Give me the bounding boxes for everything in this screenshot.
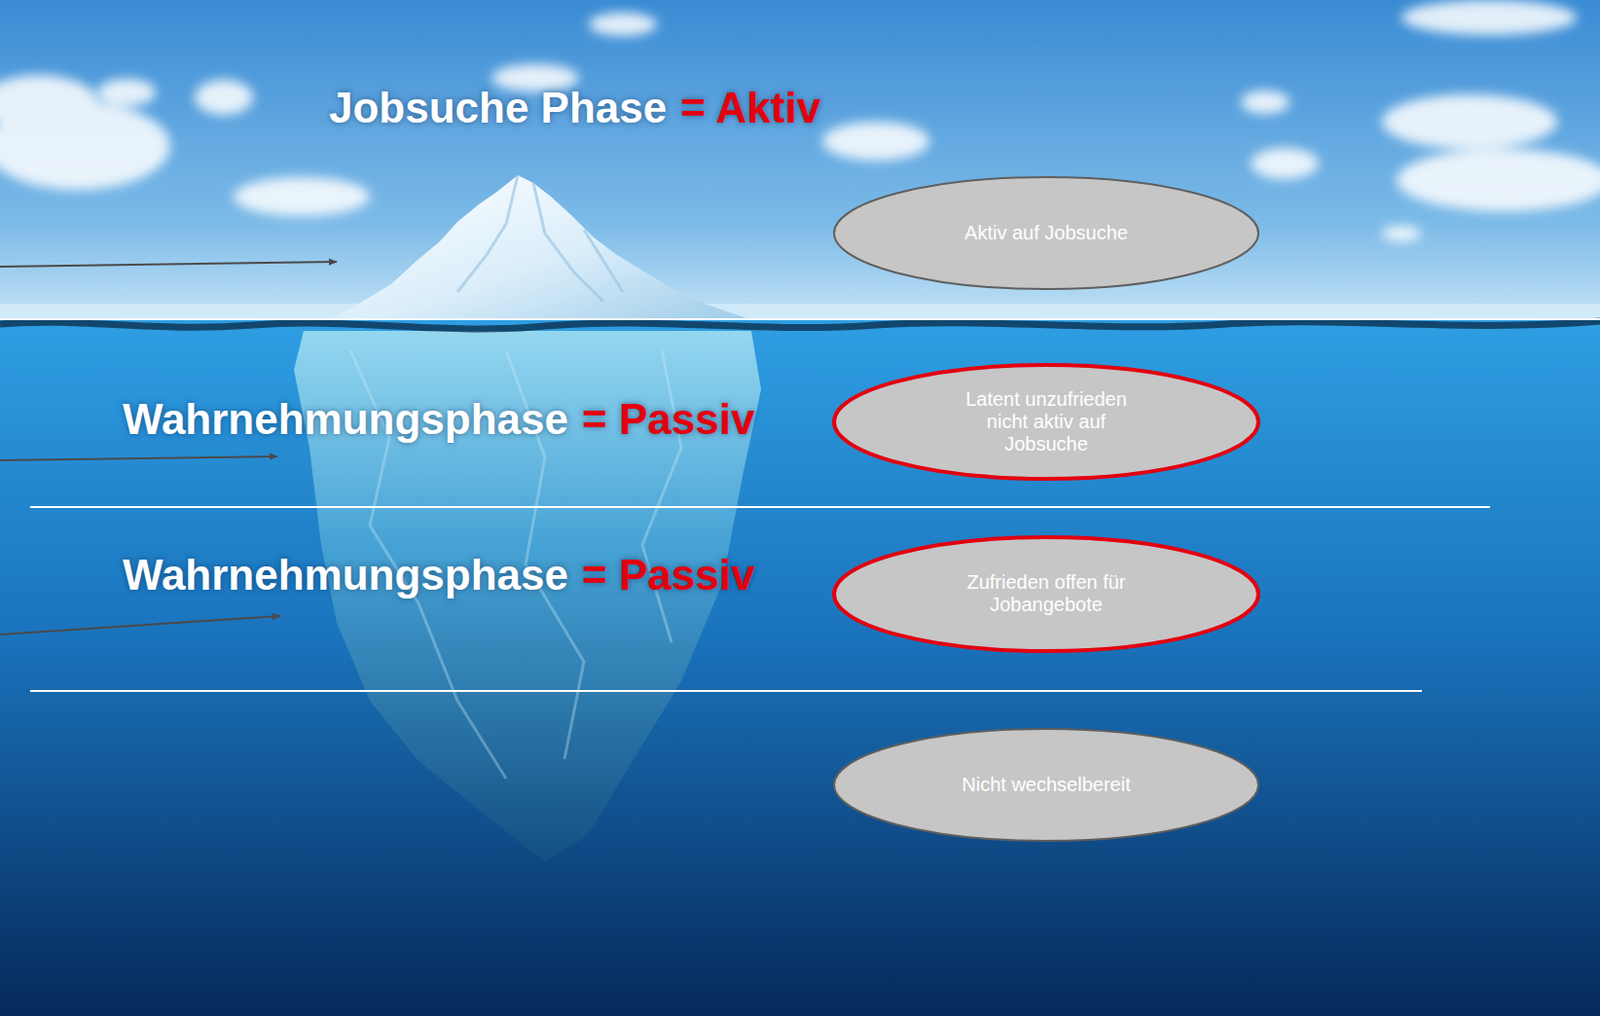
ellipse-node: Latent unzufrieden nicht aktiv auf Jobsu…: [832, 363, 1261, 481]
ellipse-label: Zufrieden offen für Jobangebote: [942, 571, 1152, 617]
ellipse-shape: [834, 177, 1259, 290]
ellipse-shape: [834, 364, 1259, 479]
ellipse-shape: [834, 728, 1259, 841]
text-holder: Nicht wechselbereit: [961, 773, 1130, 797]
ellipse-node: Aktiv auf Jobsuche: [833, 176, 1260, 291]
text-holder: Zufrieden offen für Jobangebote: [942, 571, 1152, 617]
ellipse-label: Nicht wechselbereit: [961, 773, 1130, 797]
ellipse-node: Zufrieden offen für Jobangebote: [832, 535, 1261, 654]
phase-label: Wahrnehmungsphase: [122, 397, 569, 442]
text-holder: Latent unzufrieden nicht aktiv auf Jobsu…: [948, 388, 1144, 456]
ellipse-label: Latent unzufrieden nicht aktiv auf Jobsu…: [948, 388, 1144, 456]
ellipse-node: Nicht wechselbereit: [833, 727, 1260, 842]
ellipse-shape: [834, 537, 1259, 652]
ellipse-label: Aktiv auf Jobsuche: [964, 221, 1128, 245]
text-holder: Aktiv auf Jobsuche: [964, 221, 1128, 245]
phase-label: Wahrnehmungsphase: [122, 552, 569, 598]
phase-label: Jobsuche Phase: [328, 85, 667, 131]
phase-label: = Aktiv: [680, 85, 821, 131]
phase-label: = Passiv: [581, 552, 755, 598]
phase-label: = Passiv: [581, 397, 755, 442]
